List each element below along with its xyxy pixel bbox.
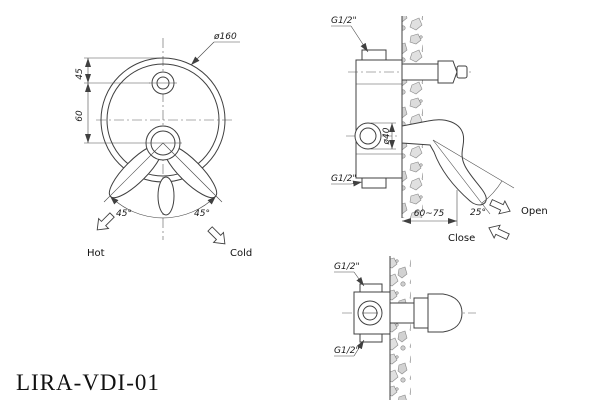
swing-arc <box>481 180 503 204</box>
outlet-pipe <box>401 63 439 81</box>
dim-60-label: 60 <box>75 110 85 122</box>
cartridge-inner <box>359 127 377 145</box>
dim-45-label: 45 <box>75 68 85 80</box>
g12-bottom-label: G1/2" <box>331 174 357 184</box>
g12-div-bottom-leader <box>353 339 365 357</box>
wall-hatch-2 <box>390 256 411 400</box>
angle-leg-right <box>162 142 223 203</box>
dia160-label: ø160 <box>213 32 237 42</box>
g12-top-leader <box>350 25 369 53</box>
swing-leg-1 <box>432 139 491 215</box>
faceplate-inner-circle <box>106 63 220 177</box>
angle-left-label: 45° <box>116 209 132 219</box>
hot-label: Hot <box>87 248 105 259</box>
cold-label: Cold <box>230 248 252 259</box>
model-title: LIRA-VDI-01 <box>16 370 160 395</box>
outlet-nut <box>437 60 458 84</box>
diverter-bottom-port <box>359 333 383 343</box>
knob-collar <box>413 297 429 329</box>
lever-bottom-stub <box>157 176 175 216</box>
hot-arrow-icon <box>96 212 115 231</box>
swing-angle-label: 25° <box>470 208 486 218</box>
outlet-tip <box>456 65 468 79</box>
knob-stem <box>389 302 415 324</box>
valve-body <box>355 59 403 179</box>
g12-top-label: G1/2" <box>331 16 357 26</box>
dia40-label: ø40 <box>382 127 392 145</box>
cartridge-outer <box>354 122 382 150</box>
close-arrow-icon <box>488 224 510 240</box>
top-inlet-port <box>361 49 387 61</box>
body-detail-lines <box>356 83 402 155</box>
bottom-inlet-port <box>361 177 387 189</box>
cold-arrow-icon <box>207 226 226 245</box>
g12-bottom-leader <box>350 180 363 187</box>
g12-div-bottom-label: G1/2" <box>334 346 360 356</box>
wall-hatch <box>402 16 423 218</box>
side-view: ø40 25° Open Close 60~75 G1/2" G1/2" <box>331 16 548 244</box>
open-arrow-icon <box>489 199 511 215</box>
swing-leg-2 <box>432 139 515 189</box>
angle-right-label: 45° <box>194 209 210 219</box>
extension-lines <box>84 57 160 144</box>
diverter-view: G1/2" G1/2" <box>334 256 476 400</box>
diverter-top-port <box>359 283 383 293</box>
angle-arc <box>109 195 217 219</box>
lever-handle-side <box>401 119 487 206</box>
g12-div-top-leader <box>353 271 365 287</box>
depth-label: 60~75 <box>414 209 445 219</box>
g12-div-top-label: G1/2" <box>334 262 360 272</box>
knob-dome <box>427 293 463 333</box>
open-label: Open <box>521 206 548 217</box>
angle-leg-left <box>103 142 164 203</box>
dia160-leader <box>190 41 215 66</box>
front-view: 45 60 ø160 45° 45° Hot Cold <box>75 32 252 259</box>
close-label: Close <box>448 233 475 244</box>
